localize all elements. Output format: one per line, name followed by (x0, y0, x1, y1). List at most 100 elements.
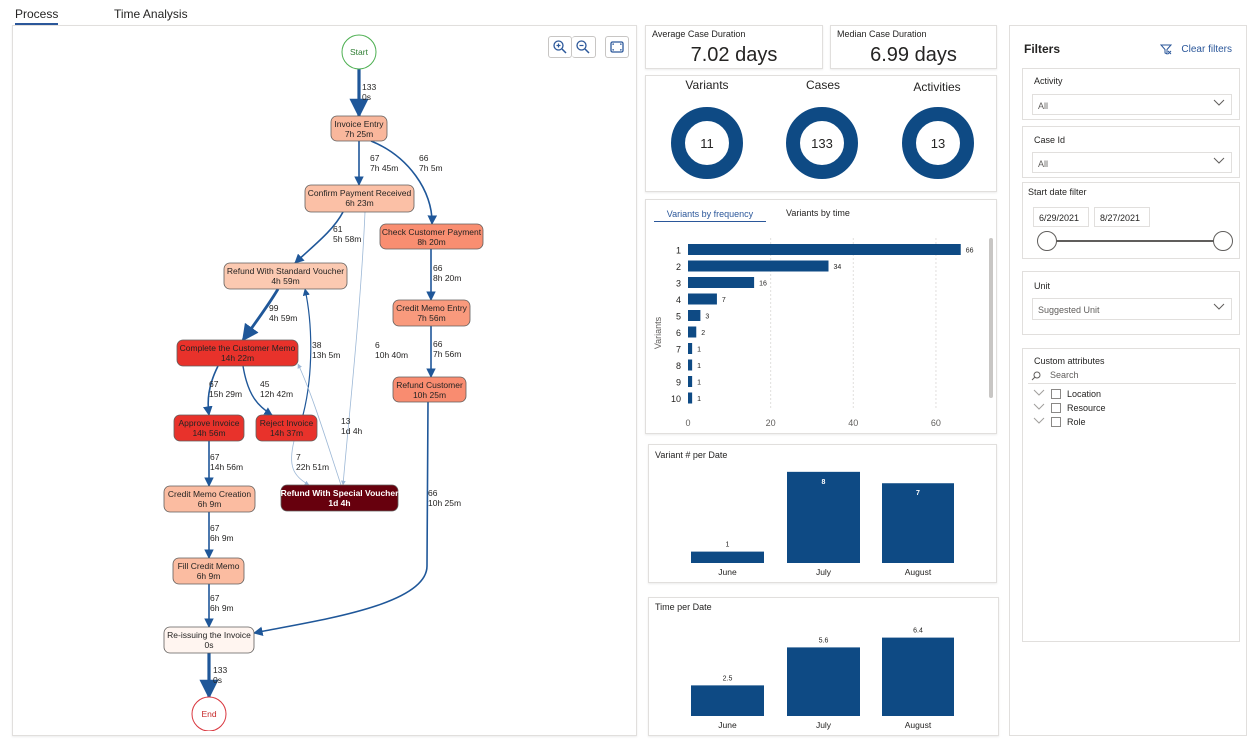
tab-variants-by-frequency[interactable]: Variants by frequency (654, 209, 766, 222)
attribute-label: Role (1067, 417, 1086, 427)
zoom-out-button[interactable] (572, 36, 596, 58)
activity-node[interactable] (176, 339, 299, 367)
unit-dropdown[interactable]: Suggested Unit (1032, 298, 1232, 320)
chevron-down-icon (1213, 99, 1225, 106)
date-bar[interactable] (882, 483, 954, 563)
process-edge[interactable] (302, 288, 312, 416)
activity-node[interactable] (304, 184, 415, 213)
report-tabs: Process Time Analysis (0, 0, 1254, 25)
activities-donut-ring (902, 107, 974, 179)
variant-bar[interactable] (688, 326, 697, 338)
activity-filter-label: Activity (1034, 76, 1063, 86)
activity-node-label: Refund Customer (396, 380, 463, 390)
process-edge[interactable] (340, 211, 366, 486)
x-category-label: August (905, 567, 932, 577)
variant-bar[interactable] (688, 343, 693, 354)
caseid-dropdown[interactable]: All (1032, 152, 1232, 173)
fit-screen-icon (610, 41, 624, 53)
activity-filter-card: Activity All (1022, 68, 1240, 120)
activity-node[interactable] (163, 485, 256, 513)
variant-bar[interactable] (688, 376, 693, 387)
start-date-from-input[interactable]: 6/29/2021 (1033, 207, 1089, 227)
activity-node[interactable] (392, 299, 471, 327)
end-node[interactable] (191, 696, 227, 731)
role-checkbox[interactable] (1051, 417, 1061, 427)
y-tick-label: 8 (676, 361, 681, 371)
resource-checkbox[interactable] (1051, 403, 1061, 413)
edge-duration-label: 0s (362, 92, 371, 102)
activity-node[interactable] (223, 262, 348, 290)
process-edge[interactable] (203, 365, 219, 416)
edge-duration-label: 1d 4h (341, 426, 363, 436)
start-date-filter-card: Start date filter 6/29/2021 8/27/2021 (1022, 182, 1240, 259)
bar-value-label: 1 (726, 542, 730, 549)
variant-bar[interactable] (688, 392, 693, 404)
date-range-slider-track[interactable] (1047, 240, 1223, 242)
activity-node[interactable] (255, 414, 318, 442)
start-date-to-input[interactable]: 8/27/2021 (1094, 207, 1150, 227)
process-edge[interactable] (297, 363, 342, 486)
chevron-down-icon (1033, 417, 1045, 424)
activity-node-label: Refund With Standard Voucher (227, 266, 344, 276)
process-edge[interactable] (370, 140, 438, 225)
bar-value-label: 1 (697, 380, 701, 387)
fit-to-screen-button[interactable] (605, 36, 629, 58)
edge-count-label: 66 (419, 153, 429, 163)
variant-bar[interactable] (688, 244, 961, 255)
edge-duration-label: 0s (213, 675, 222, 685)
variant-bar[interactable] (688, 310, 701, 321)
zoom-in-button[interactable] (548, 36, 572, 58)
date-bar[interactable] (787, 647, 860, 716)
activity-dropdown[interactable]: All (1032, 94, 1232, 115)
start-node[interactable] (341, 34, 377, 70)
bar-value-label: 66 (966, 248, 974, 255)
process-edge[interactable] (294, 211, 344, 264)
edge-count-label: 66 (433, 263, 443, 273)
date-bar[interactable] (691, 551, 764, 563)
activity-node[interactable] (392, 376, 467, 403)
x-tick-label: 40 (848, 418, 858, 428)
bar-value-label: 3 (705, 314, 709, 321)
caseid-filter-label: Case Id (1034, 135, 1066, 145)
y-tick-label: 10 (671, 394, 681, 404)
date-range-end-handle[interactable] (1213, 231, 1233, 251)
y-tick-label: 9 (676, 378, 681, 388)
search-icon (1031, 371, 1041, 381)
edge-duration-label: 8h 20m (433, 273, 461, 283)
date-bar[interactable] (691, 685, 764, 716)
process-edge[interactable] (241, 288, 280, 342)
activity-node[interactable] (330, 115, 388, 142)
variant-bar[interactable] (688, 277, 755, 288)
activity-node[interactable] (280, 484, 399, 512)
variant-bar[interactable] (688, 293, 717, 305)
chart-scrollbar[interactable] (989, 238, 993, 398)
date-bar[interactable] (882, 637, 954, 716)
activity-node[interactable] (379, 223, 484, 250)
activity-node[interactable] (173, 414, 245, 442)
bar-value-label: 5.6 (819, 637, 829, 644)
activity-node[interactable] (172, 557, 245, 585)
clear-filters-button[interactable]: Clear filters (1160, 44, 1232, 55)
process-edge[interactable] (242, 365, 273, 416)
variant-bar[interactable] (688, 359, 693, 371)
tab-variants-by-time[interactable]: Variants by time (786, 208, 850, 218)
process-edge[interactable] (253, 401, 429, 636)
activity-node-duration: 8h 20m (417, 237, 445, 247)
tab-process[interactable]: Process (15, 7, 59, 25)
location-checkbox[interactable] (1051, 389, 1061, 399)
variant-bar[interactable] (688, 260, 829, 272)
edge-duration-label: 12h 42m (260, 389, 293, 399)
date-range-start-handle[interactable] (1037, 231, 1057, 251)
clear-filter-icon (1160, 44, 1173, 55)
activity-node-duration: 4h 59m (271, 276, 299, 286)
tab-time-analysis[interactable]: Time Analysis (114, 7, 188, 21)
attributes-search-input[interactable]: Search (1028, 370, 1236, 384)
activity-node[interactable] (163, 626, 255, 654)
date-bar[interactable] (787, 471, 860, 563)
donut-charts: 11 133 13 (671, 107, 974, 179)
process-edge[interactable] (291, 440, 310, 486)
custom-attributes-label: Custom attributes (1034, 356, 1105, 366)
y-tick-label: 4 (676, 295, 681, 305)
